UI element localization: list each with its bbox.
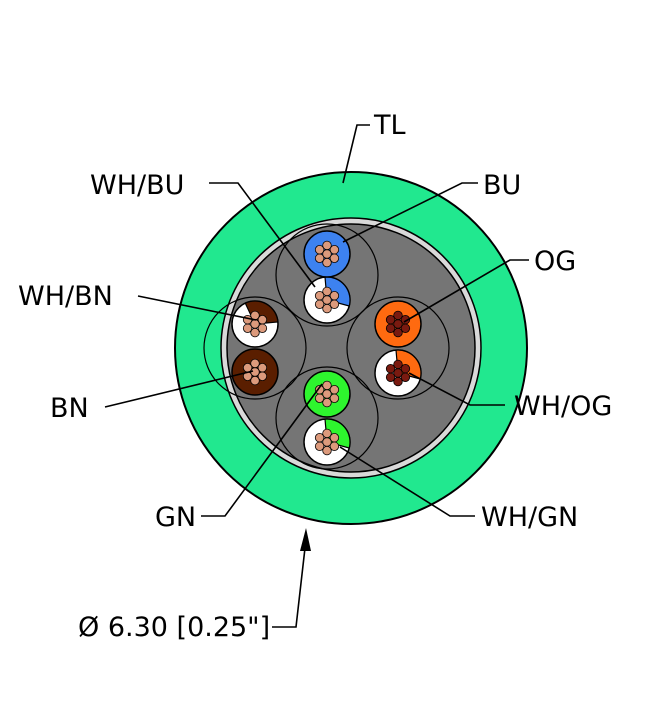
pair-outline-orange [346,296,450,400]
strand-bn [257,371,268,382]
strand-bu [314,253,325,263]
strand-wh-og [400,372,411,383]
strand-wh-gn [329,441,340,452]
strand-wh-bu [314,299,325,310]
label-bn: BN [50,393,89,424]
strand-wh-bn [242,323,253,334]
label-diameter: Ø 6.30 [0.25"] [78,612,270,643]
strand-bn [250,358,260,369]
leader-wh-og [408,372,505,406]
conductors-group [231,230,422,466]
strand-gn [314,393,325,404]
label-bu: BU [483,170,521,201]
label-wh-bn: WH/BN [18,281,113,312]
pair-outline-green [275,366,379,470]
leader-gn [201,383,323,517]
strand-gn [322,380,332,391]
strand-og [400,323,411,334]
strand-wh-gn [314,433,325,443]
strand-og [385,323,396,334]
conductor-gn [303,370,351,418]
conductor-bu [303,230,351,278]
strand-wh-gn [314,441,325,452]
strand-wh-gn [329,433,340,443]
strand-wh-og [393,359,403,370]
strand-bn [242,363,253,373]
label-tl: TL [373,110,406,141]
conductor-og [374,300,422,348]
leader-wh-bu [209,182,316,288]
strand-wh-gn [322,445,332,456]
leader-bn [104,370,254,408]
strand-bn [250,375,260,386]
strand-gn [329,385,340,395]
leader-diameter [272,547,306,628]
strand-wh-og [385,364,396,374]
strand-wh-gn [322,428,332,439]
leader-og [403,259,529,323]
strand-wh-bu [314,291,325,301]
strand-wh-bu [329,291,340,301]
strand-wh-og [393,376,403,387]
strand-wh-bu [322,303,332,314]
strand-wh-bn [257,315,268,325]
conductor-wh-bu [303,276,351,324]
strand-bu [314,244,325,255]
strand-bu [322,257,332,268]
strand-gn [329,393,340,404]
label-wh-gn: WH/GN [481,502,578,533]
strand-gn [314,385,325,395]
conductor-wh-gn [303,418,351,466]
strand-bu [329,253,340,263]
strand-bu [329,244,340,255]
strand-wh-bn [250,327,260,338]
strand-bu [322,240,332,251]
strand-og [393,310,403,321]
conductor-wh-og [374,349,422,397]
conductor-wh-bn [231,300,279,348]
strand-wh-bu [322,286,332,297]
label-wh-og: WH/OG [514,391,612,422]
diameter-arrowhead [300,528,311,551]
strand-gn [322,397,332,408]
label-og: OG [534,246,576,277]
leader-bu [342,182,478,243]
strand-bn [257,363,268,373]
strand-wh-bu [329,299,340,310]
strand-og [385,315,396,325]
pair-outline-blue [275,223,379,327]
strand-wh-bn [257,323,268,334]
leader-wh-bn [137,295,257,321]
strand-wh-og [400,364,411,374]
conductor-bn [231,348,279,396]
strand-wh-og [385,372,396,383]
leader-tl [342,124,370,184]
strand-og [393,327,403,338]
leader-wh-gn [339,446,475,517]
core-filler [226,223,476,473]
label-gn: GN [155,502,196,533]
label-wh-bu: WH/BU [90,170,184,201]
pair-outline-brown [203,296,307,400]
